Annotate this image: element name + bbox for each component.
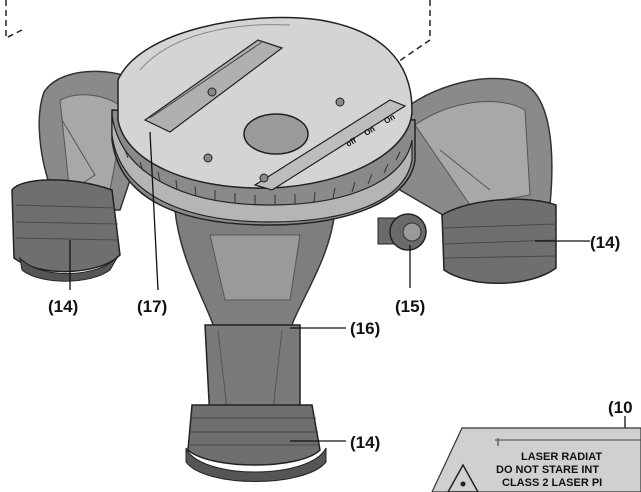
warning-line-3: CLASS 2 LASER PI	[502, 477, 602, 489]
adjustment-knob	[377, 213, 427, 251]
callout-left-foot: (14)	[48, 297, 78, 316]
left-foot	[11, 179, 121, 282]
laser-warning-icon	[447, 463, 479, 492]
warning-line-2: DO NOT STARE INT	[496, 464, 599, 476]
right-foot	[441, 198, 557, 284]
callout-leg: (16)	[350, 319, 380, 338]
callout-bottom-foot: (14)	[350, 433, 380, 452]
right-leg	[391, 77, 553, 226]
warning-line-1: LASER RADIAT	[521, 451, 602, 463]
callout-right-foot: (14)	[590, 233, 620, 252]
dashed-outline	[5, 0, 431, 67]
tripod-head	[111, 16, 416, 226]
bottom-foot	[185, 404, 327, 482]
callout-rail: (17)	[137, 297, 167, 316]
center-leg	[174, 209, 336, 421]
callout-label-ref: (10	[608, 398, 633, 417]
warning-label: LASER RADIAT DO NOT STARE INT CLASS 2 LA…	[431, 427, 641, 492]
callout-knob: (15)	[395, 297, 425, 316]
